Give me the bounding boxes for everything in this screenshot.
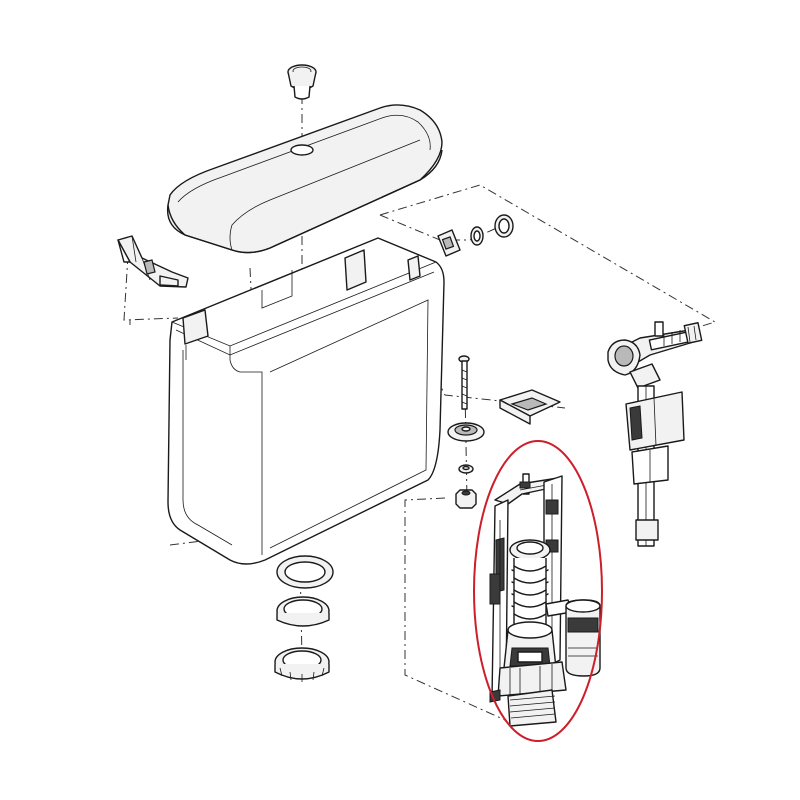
valve-support-clip — [499, 389, 561, 425]
flush-push-button — [287, 64, 317, 100]
fill-valve — [607, 321, 703, 547]
flush-valve-highlight-oval — [473, 440, 603, 742]
outlet-washers — [274, 555, 334, 682]
tank-bolt-assembly — [447, 355, 485, 509]
cistern-lid — [166, 104, 443, 254]
fixing-washers — [437, 214, 514, 257]
flush-valve — [489, 473, 601, 727]
lid-clamp-bracket — [117, 235, 189, 288]
cistern-tank — [167, 237, 445, 565]
